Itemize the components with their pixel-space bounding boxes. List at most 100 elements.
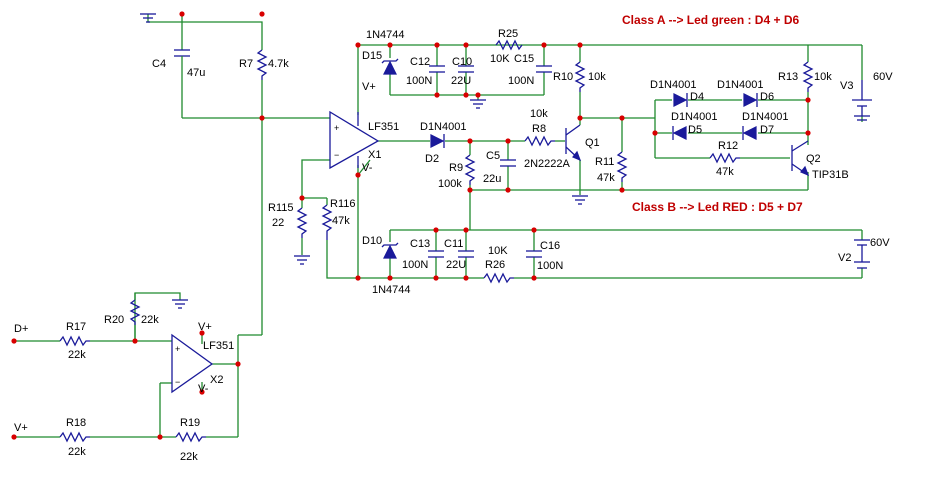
ground-symbol-top [140,13,156,23]
label-d2: D2 [425,153,439,165]
label-r18-value: 22k [68,446,86,458]
label-r17: R17 [66,321,86,333]
svg-text:+: + [175,344,180,354]
label-v3: V3 [840,80,853,92]
opamp-x2: + − [171,333,214,394]
label-c11: C11 [444,238,463,250]
label-r13: R13 [778,71,798,83]
label-x2-vplus: V+ [198,321,212,333]
label-d6: D6 [760,91,774,103]
diode-d5 [672,126,687,140]
ground-symbol-caps [470,99,486,109]
junction-dots [11,11,811,440]
resistor-r10 [574,61,586,92]
label-r25-value: 10K [490,53,510,65]
label-r115-value: 22 [272,217,284,229]
svg-text:−: − [334,150,339,160]
label-q1: Q1 [585,137,600,149]
label-r25: R25 [498,28,518,40]
capacitor-c16 [526,250,542,258]
resistor-r19 [175,431,206,443]
label-c12-value: 100N [406,75,432,87]
label-r115: R115 [268,202,293,214]
label-d15-type: 1N4744 [366,29,405,41]
label-r17-value: 22k [68,349,86,361]
label-c12: C12 [410,56,430,68]
label-x1-vplus: V+ [362,81,376,93]
label-d2-type: D1N4001 [420,121,466,133]
label-d5-type: D1N4001 [671,111,717,123]
capacitor-c10 [458,65,474,73]
label-v2-value: 60V [870,237,890,249]
zener-d15 [381,58,399,75]
resistor-r7 [256,49,268,80]
label-r9-value: 100k [438,178,462,190]
label-c16: C16 [540,240,560,252]
resistor-r9 [464,154,476,185]
label-r19-value: 22k [180,451,198,463]
label-c15-value: 100N [508,75,534,87]
diode-d2 [430,134,445,148]
class-b-title: Class B --> Led RED : D5 + D7 [632,200,803,214]
resistor-r115 [296,207,308,238]
label-r18: R18 [66,417,86,429]
label-d7: D7 [760,124,774,136]
label-q1-type: 2N2222A [524,158,571,170]
wires [14,14,863,438]
label-d5: D5 [688,124,702,136]
label-v3-value: 60V [873,71,893,83]
resistor-r18 [59,431,90,443]
label-r116: R116 [330,198,355,210]
capacitor-c11 [458,250,474,258]
label-r20: R20 [104,314,124,326]
diode-d6 [743,93,758,107]
resistor-r20 [129,299,141,325]
label-v-plus-input: V+ [14,422,28,434]
label-c11-value: 22U [446,259,466,271]
label-c16-value: 100N [537,260,563,272]
label-c4: C4 [152,58,166,70]
label-d10: D10 [362,235,382,247]
svg-text:+: + [334,123,339,133]
label-r11: R11 [595,156,614,168]
label-c10-value: 22U [451,75,471,87]
label-d15: D15 [362,50,382,62]
label-c13: C13 [410,238,430,250]
label-x2-type: LF351 [203,340,234,352]
label-d10-type: 1N4744 [372,284,411,296]
capacitor-c4 [174,49,190,90]
capacitor-c13 [428,250,444,258]
label-c13-value: 100N [402,259,428,271]
diode-d7 [742,126,757,140]
label-r12: R12 [718,140,738,152]
label-r20-value: 22k [141,314,159,326]
label-r12-value: 47k [716,166,734,178]
label-x2-vminus: V- [198,383,209,395]
label-c4-value: 47u [187,67,205,79]
label-d4-type: D1N4001 [650,79,696,91]
label-r19: R19 [180,417,200,429]
label-v2: V2 [838,252,851,264]
resistor-r12 [709,152,740,164]
source-v2 [854,239,870,269]
label-r10-value: 10k [588,71,606,83]
resistor-r116 [321,204,333,240]
label-r11-value: 47k [597,172,615,184]
label-r7: R7 [239,58,253,70]
label-d6-type: D1N4001 [717,79,763,91]
labels: Class A --> Led green : D4 + D6 Class B … [14,13,893,463]
label-r9: R9 [449,162,463,174]
label-r8-value: 10k [530,108,548,120]
class-a-title: Class A --> Led green : D4 + D6 [622,13,799,27]
label-r7-value: 4.7k [268,58,289,70]
capacitor-c5 [500,159,516,167]
label-d7-type: D1N4001 [742,111,788,123]
label-d4: D4 [690,91,704,103]
resistor-r26 [483,272,514,284]
ground-symbol-q1 [572,195,588,205]
label-x1-type: LF351 [368,121,399,133]
label-c5-value: 22u [483,173,501,185]
label-c5: C5 [486,150,500,162]
opamp-x1: + − [329,110,380,170]
label-d-plus-input: D+ [14,323,28,335]
